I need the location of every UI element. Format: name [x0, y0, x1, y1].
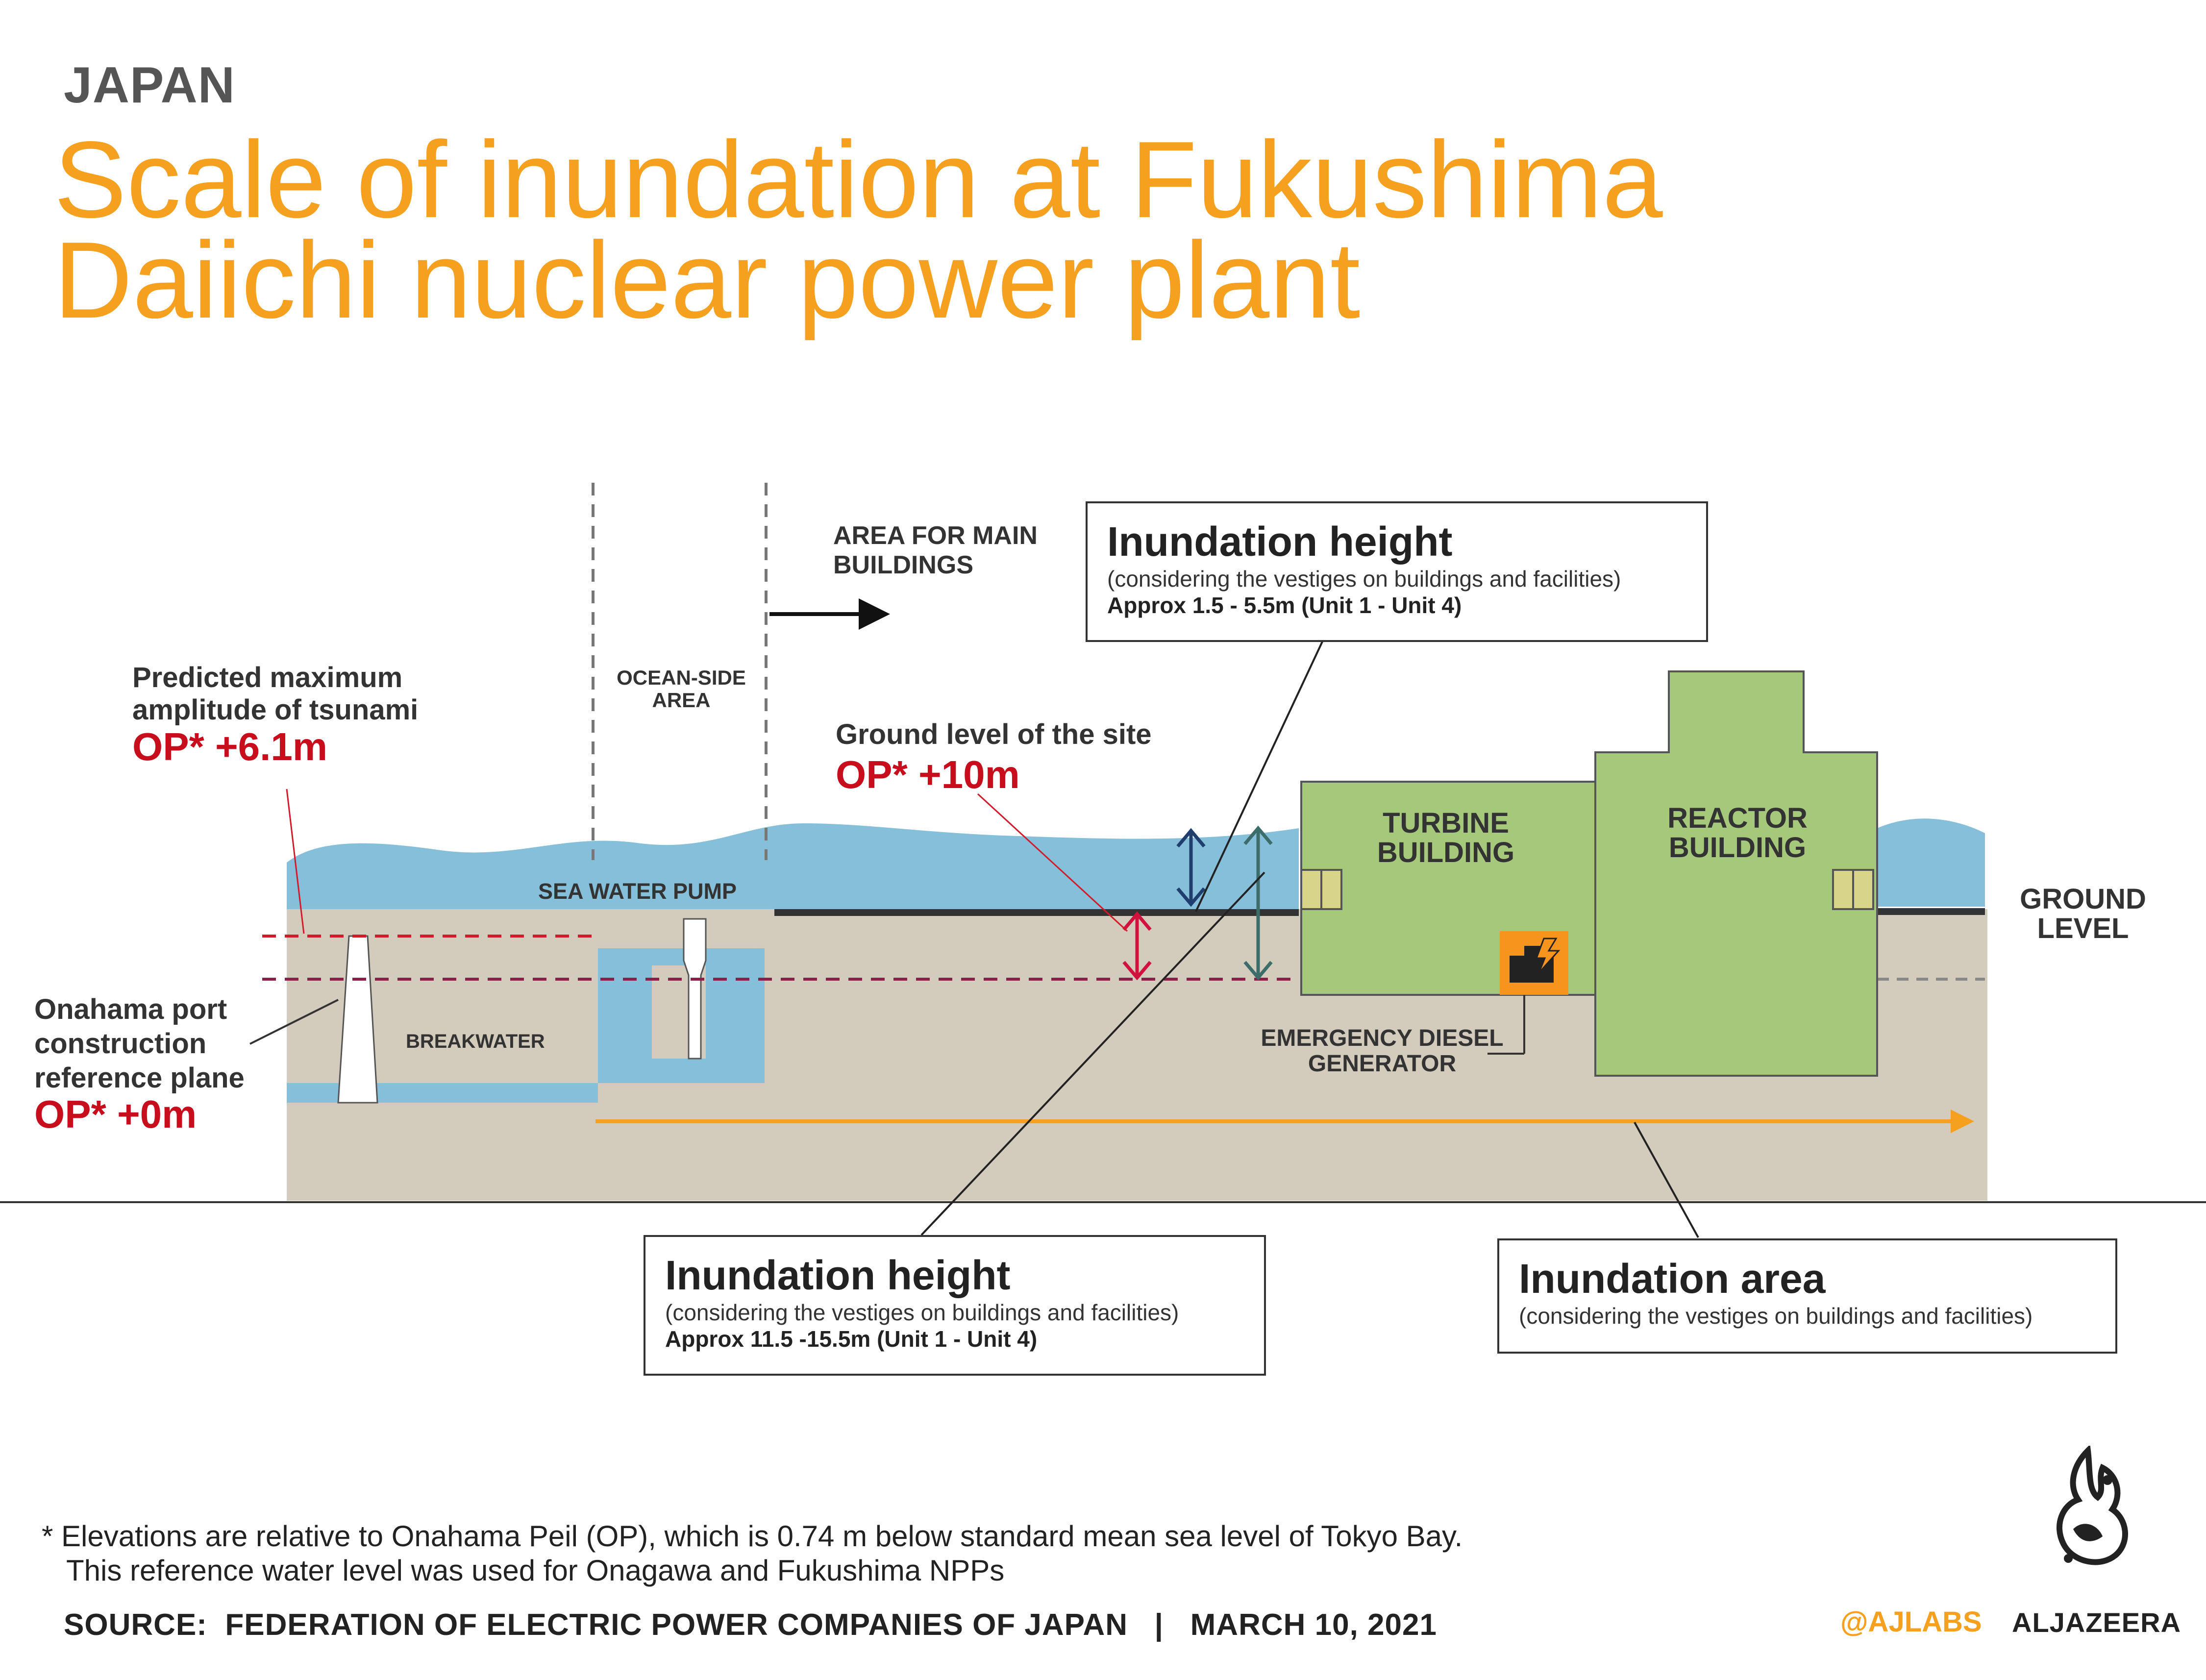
- aljazeera-logo-icon: [2057, 1446, 2128, 1565]
- inundation-height-bottom-heading: Inundation height: [665, 1252, 1011, 1298]
- predicted-max-value: OP* +6.1m: [132, 725, 328, 768]
- ocean-side-area-label: OCEAN-SIDE AREA: [617, 666, 746, 712]
- inundation-height-top-box: Inundation height (considering the vesti…: [1086, 501, 1708, 642]
- footnote-line-2: This reference water level was used for …: [66, 1554, 1005, 1587]
- emergency-diesel-generator-label: EMERGENCY DIESEL GENERATOR: [1261, 1025, 1504, 1077]
- page-title: Scale of inundation at Fukushima Daiichi…: [54, 119, 1663, 341]
- area-main-buildings-label: AREA FOR MAIN BUILDINGS: [833, 521, 1038, 579]
- ajlabs-handle: @AJLABS: [1840, 1606, 1982, 1638]
- reactor-building-shape: [1594, 670, 1878, 1077]
- inundation-area-box: Inundation area (considering the vestige…: [1497, 1238, 2117, 1354]
- area-box-leader: [1634, 1122, 1699, 1238]
- inundation-height-bottom-box: Inundation height (considering the vesti…: [644, 1235, 1266, 1376]
- predicted-max-leader: [286, 789, 305, 934]
- predicted-max-label: Predicted maximum amplitude of tsunami: [132, 662, 419, 726]
- aljazeera-brand: ALJAZEERA: [2012, 1607, 2181, 1638]
- inundation-height-top-heading: Inundation height: [1107, 519, 1453, 565]
- ground-level-leader: [977, 793, 1128, 932]
- reference-plane-leader: [249, 999, 339, 1045]
- site-ground: [598, 912, 1985, 1201]
- bottom-box-leader: [920, 871, 1265, 1236]
- sea-water-pump: [683, 918, 707, 1060]
- inundation-height-top-arrow: [1176, 828, 1206, 907]
- inundation-height-bottom-detail: Approx 11.5 -15.5m (Unit 1 - Unit 4): [665, 1326, 1038, 1352]
- kicker-country: JAPAN: [64, 57, 235, 114]
- footnote-line-1: * Elevations are relative to Onahama Pei…: [42, 1520, 1463, 1553]
- reference-plane-value: OP* +0m: [34, 1092, 197, 1136]
- inundation-height-top-note: (considering the vestiges on buildings a…: [1107, 566, 1621, 592]
- inundation-height-top-detail: Approx 1.5 - 5.5m (Unit 1 - Unit 4): [1107, 593, 1462, 618]
- ground-level-height-arrow: [1122, 911, 1152, 981]
- tsunami-water: [287, 818, 1985, 909]
- inundation-height-bottom-arrow: [1243, 825, 1273, 981]
- source-line: SOURCE: FEDERATION OF ELECTRIC POWER COM…: [64, 1608, 1437, 1642]
- ground-level-site-label: Ground level of the site: [836, 718, 1152, 750]
- top-box-leader: [1195, 639, 1324, 912]
- reactor-building-label: REACTOR BUILDING: [1667, 802, 1808, 864]
- lower-water: [287, 1083, 598, 1103]
- lower-ground: [287, 1103, 598, 1201]
- inundation-height-bottom-note: (considering the vestiges on buildings a…: [665, 1300, 1179, 1325]
- ground-level-site-value: OP* +10m: [836, 753, 1020, 796]
- inundation-area-heading: Inundation area: [1519, 1256, 1826, 1302]
- reference-plane-label: Onahama port construction reference plan…: [34, 993, 245, 1094]
- inundation-area-note: (considering the vestiges on buildings a…: [1519, 1303, 2033, 1329]
- sea-water-pump-label: SEA WATER PUMP: [538, 879, 737, 904]
- breakwater-label: BREAKWATER: [406, 1031, 545, 1052]
- turbine-building-label: TURBINE BUILDING: [1377, 807, 1515, 868]
- ground-level-label: GROUND LEVEL: [2020, 883, 2146, 944]
